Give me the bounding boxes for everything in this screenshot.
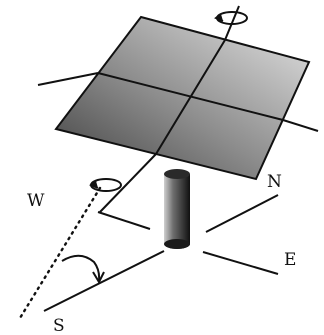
panel-divider-horizontal bbox=[97, 72, 284, 121]
angle-arc-icon bbox=[61, 254, 105, 285]
mounting-post bbox=[164, 169, 190, 249]
panel-surface bbox=[54, 15, 311, 181]
solar-panel bbox=[54, 15, 311, 181]
south-label: S bbox=[53, 316, 65, 335]
ground-axes bbox=[18, 186, 279, 320]
north-axis-line bbox=[205, 194, 279, 233]
east-label: E bbox=[284, 250, 296, 270]
east-axis-line bbox=[202, 251, 279, 275]
rotation-arrow-icon bbox=[89, 178, 122, 192]
south-axis-line bbox=[43, 250, 165, 312]
horizontal-axis bbox=[37, 72, 319, 132]
north-label: N bbox=[267, 172, 282, 192]
west-axis-line bbox=[97, 211, 151, 230]
dotted-tilt-line bbox=[18, 186, 102, 320]
rotation-arrow-icon bbox=[214, 11, 248, 25]
west-label: W bbox=[27, 191, 45, 211]
